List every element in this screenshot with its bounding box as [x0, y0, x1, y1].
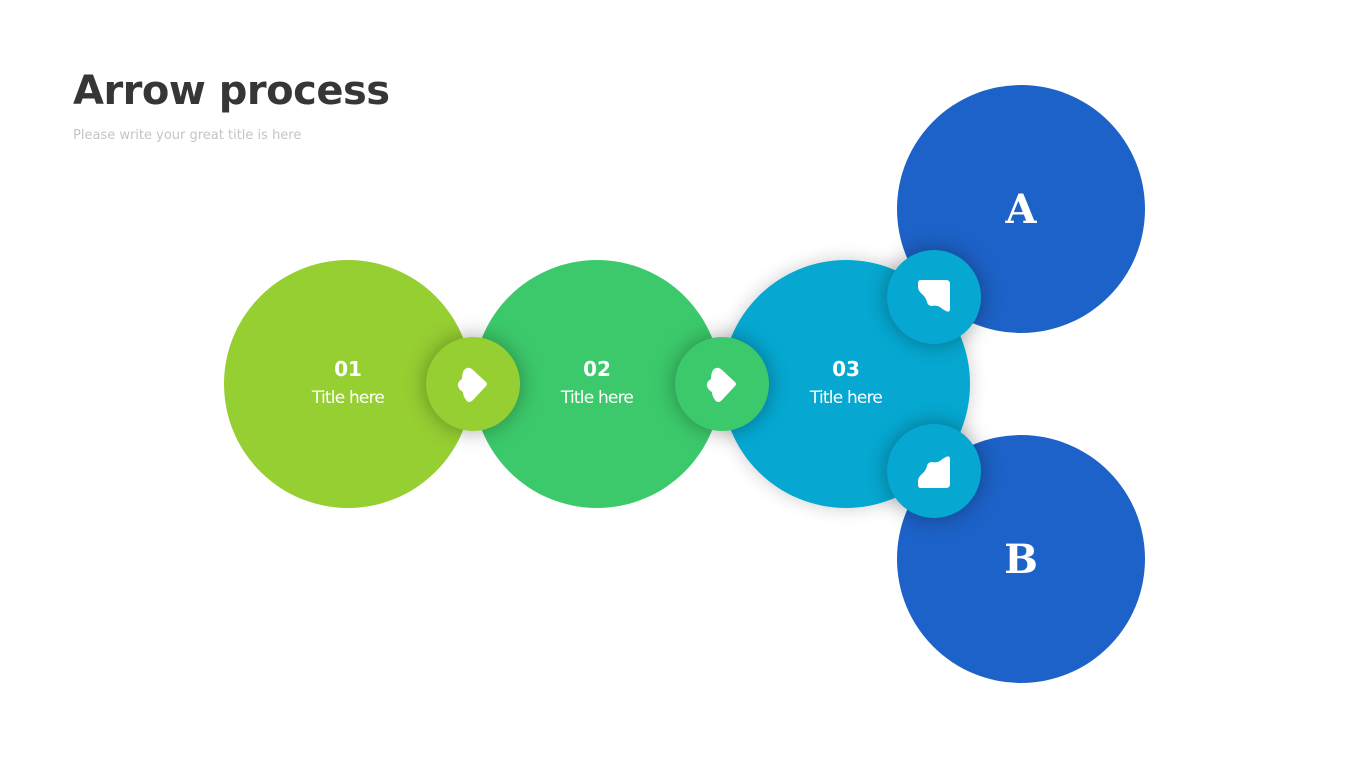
branch-letter: A: [1005, 185, 1037, 233]
arrow-up-right-icon: [918, 280, 950, 312]
arrow-right-icon: [706, 367, 736, 402]
step-number: 03: [832, 357, 860, 381]
step-label: Title here: [560, 388, 634, 408]
branch-letter: B: [1004, 535, 1038, 583]
page-subtitle: Please write your great title is here: [73, 128, 302, 143]
connector-3: [887, 250, 981, 344]
step-label: Title here: [311, 388, 385, 408]
step-number: 02: [583, 357, 611, 381]
arrow-down-right-icon: [918, 456, 950, 488]
connector-4: [887, 424, 981, 518]
arrow-right-icon: [457, 367, 487, 402]
connector-1: [426, 337, 520, 431]
step-label: Title here: [809, 388, 883, 408]
connector-2: [675, 337, 769, 431]
page-title: Arrow process: [73, 68, 390, 114]
step-number: 01: [334, 357, 362, 381]
